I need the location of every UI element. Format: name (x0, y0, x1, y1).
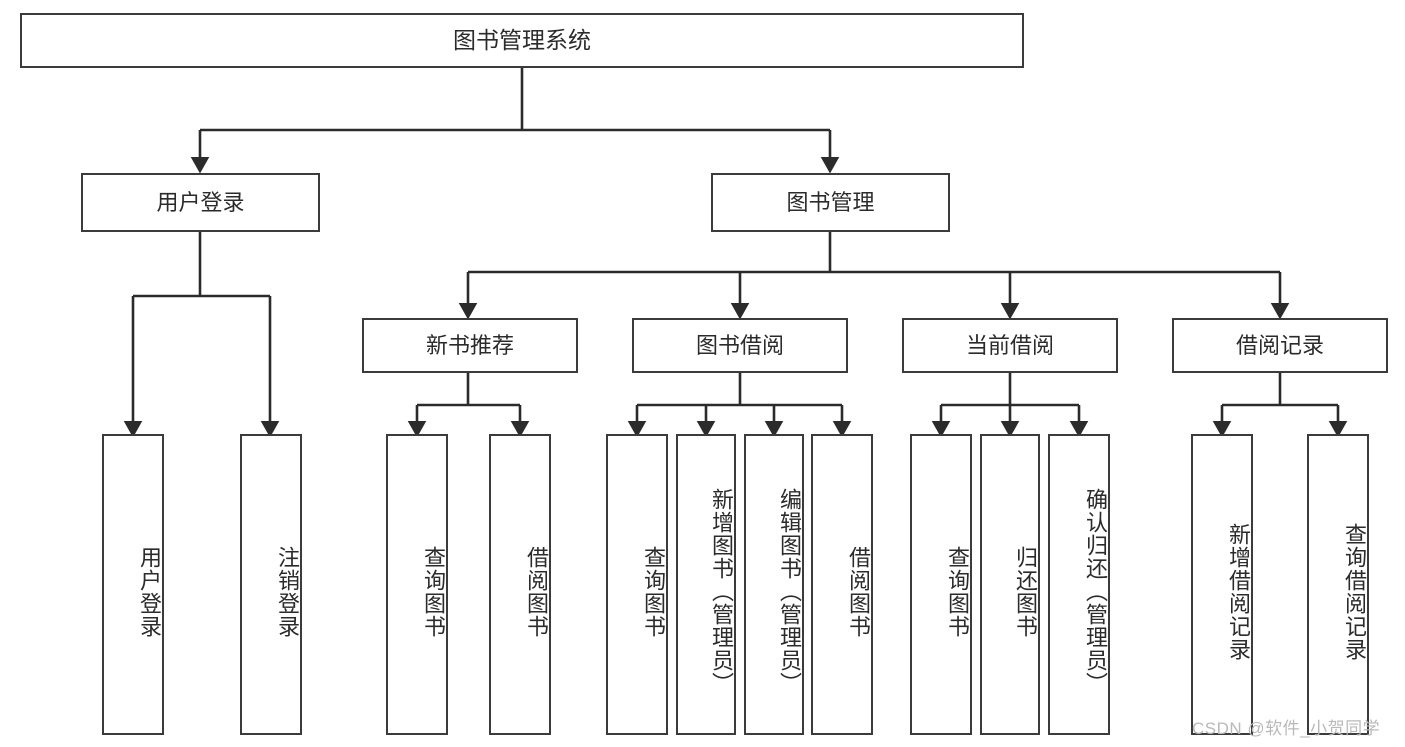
leaf-query-book-1-label: 查询图书 (421, 545, 446, 638)
leaf-edit-book-label: 编辑图书（管理员） (777, 488, 802, 695)
leaf-borrow-book-1-label: 借阅图书 (524, 545, 549, 638)
leaf-query-book-3[interactable]: 查询图书 (910, 434, 972, 735)
leaf-query-record[interactable]: 查询借阅记录 (1307, 434, 1369, 735)
leaf-confirm-return-label: 确认归还（管理员） (1083, 488, 1108, 695)
leaf-borrow-book-2[interactable]: 借阅图书 (811, 434, 873, 735)
watermark: CSDN @软件_小贺同学 (1192, 719, 1381, 738)
leaf-return-book[interactable]: 归还图书 (980, 434, 1040, 735)
node-root[interactable]: 图书管理系统 (20, 13, 1024, 68)
node-borrow-record[interactable]: 借阅记录 (1172, 318, 1388, 373)
leaf-add-book[interactable]: 新增图书（管理员） (676, 434, 736, 735)
leaf-add-record-label: 新增借阅记录 (1226, 522, 1251, 661)
node-book-manage[interactable]: 图书管理 (711, 173, 950, 232)
leaf-query-book-2-label: 查询图书 (641, 545, 666, 638)
node-book-borrow[interactable]: 图书借阅 (632, 318, 848, 373)
node-book-manage-label: 图书管理 (786, 189, 875, 215)
leaf-query-record-label: 查询借阅记录 (1342, 522, 1367, 661)
leaf-user-login[interactable]: 用户登录 (102, 434, 164, 735)
node-root-label: 图书管理系统 (453, 26, 591, 53)
leaf-return-book-label: 归还图书 (1013, 545, 1038, 638)
node-borrow-record-label: 借阅记录 (1235, 332, 1324, 358)
leaf-user-login-label: 用户登录 (137, 545, 162, 638)
leaf-add-book-label: 新增图书（管理员） (709, 488, 734, 695)
leaf-logout-label: 注销登录 (275, 545, 300, 638)
node-user-login[interactable]: 用户登录 (81, 173, 320, 232)
leaf-add-record[interactable]: 新增借阅记录 (1191, 434, 1253, 735)
leaf-confirm-return[interactable]: 确认归还（管理员） (1048, 434, 1110, 735)
node-user-login-label: 用户登录 (156, 189, 245, 215)
node-current-borrow[interactable]: 当前借阅 (902, 318, 1118, 373)
node-current-borrow-label: 当前借阅 (965, 332, 1054, 358)
node-new-book-rec-label: 新书推荐 (425, 332, 514, 358)
leaf-edit-book[interactable]: 编辑图书（管理员） (744, 434, 804, 735)
leaf-query-book-1[interactable]: 查询图书 (386, 434, 448, 735)
leaf-borrow-book-2-label: 借阅图书 (846, 545, 871, 638)
leaf-query-book-3-label: 查询图书 (945, 545, 970, 638)
leaf-logout[interactable]: 注销登录 (240, 434, 302, 735)
leaf-borrow-book-1[interactable]: 借阅图书 (489, 434, 551, 735)
node-new-book-rec[interactable]: 新书推荐 (362, 318, 578, 373)
node-book-borrow-label: 图书借阅 (695, 332, 784, 358)
leaf-query-book-2[interactable]: 查询图书 (606, 434, 668, 735)
